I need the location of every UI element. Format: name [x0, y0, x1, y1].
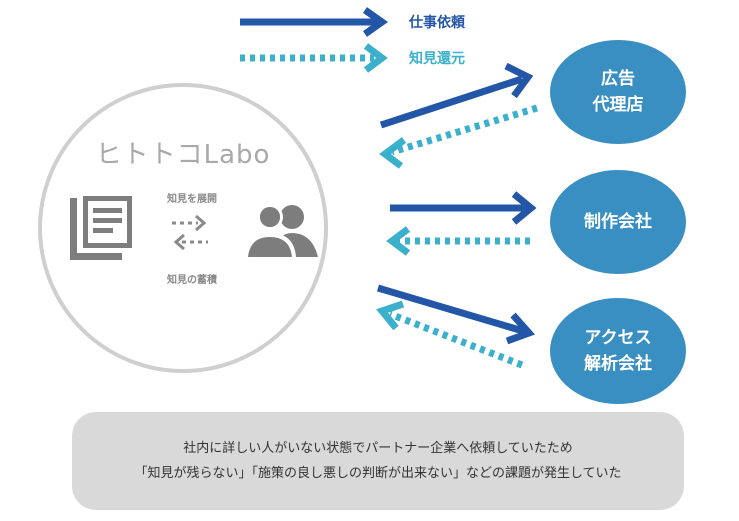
- hub-title: ヒトトコLabo: [95, 140, 271, 170]
- partner-analytics-company-line2: 解析会社: [584, 354, 652, 374]
- partner-analytics-company-line1: アクセス: [584, 328, 652, 348]
- issue-note-line1: 社内に詳しい人がいない状態でパートナー企業へ依頼していたため: [183, 441, 573, 456]
- issue-note-line2: 「知見が残らない」「施策の良し悪しの判断が出来ない」などの課題が発生していた: [134, 466, 622, 481]
- partner-ad-agency-line1: 広告: [601, 69, 635, 89]
- legend-request-label: 仕事依頼: [409, 15, 465, 31]
- legend-request-arrow: [240, 7, 389, 37]
- partner-ad-agency-line2: 代理店: [592, 95, 644, 115]
- legend-knowledge-label: 知見還元: [409, 51, 465, 67]
- issue-note-box: 社内に詳しい人がいない状態でパートナー企業へ依頼していたため 「知見が残らない」…: [72, 412, 684, 510]
- request-arrow-production: [390, 191, 537, 225]
- documents-icon: [70, 196, 132, 260]
- partner-analytics-company: アクセス 解析会社: [550, 298, 686, 404]
- knowledge-arrow-agency: [379, 104, 539, 169]
- request-arrow-analytics: [377, 284, 536, 345]
- partner-production-company: 制作会社: [550, 170, 686, 274]
- knowledge-arrow-production: [386, 226, 530, 256]
- legend-knowledge-arrow: [240, 43, 388, 73]
- request-arrow-agency: [379, 62, 534, 129]
- people-icon: [244, 204, 318, 257]
- knowledge-arrow-analytics: [376, 300, 524, 369]
- partner-production-company-line1: 制作会社: [584, 212, 652, 232]
- exchange-arrows-icon: [172, 214, 208, 251]
- expand-knowledge-label: 知見を展開: [167, 194, 217, 205]
- accumulate-knowledge-label: 知見の蓄積: [167, 275, 217, 286]
- partner-ad-agency: 広告 代理店: [550, 40, 686, 144]
